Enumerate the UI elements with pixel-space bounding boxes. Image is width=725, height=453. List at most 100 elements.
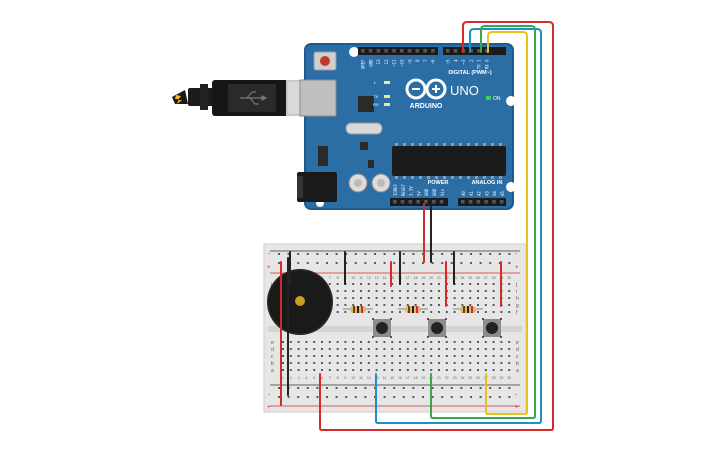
terminal-hole[interactable] [344,341,347,343]
terminal-hole[interactable] [508,355,511,357]
header-hole[interactable] [485,49,489,53]
terminal-hole[interactable] [430,355,433,357]
rail-hole[interactable] [278,253,280,255]
rail-hole[interactable] [335,387,338,389]
terminal-hole[interactable] [406,355,409,357]
terminal-hole[interactable] [282,355,284,357]
terminal-hole[interactable] [336,348,339,350]
rail-hole[interactable] [402,262,405,264]
rail-hole[interactable] [431,262,434,264]
terminal-hole[interactable] [344,348,347,350]
rail-hole[interactable] [278,262,280,264]
terminal-hole[interactable] [344,297,347,299]
terminal-hole[interactable] [367,362,370,364]
rail-hole[interactable] [383,253,386,255]
terminal-hole[interactable] [360,290,362,292]
terminal-hole[interactable] [383,283,386,285]
terminal-hole[interactable] [336,311,339,313]
rail-hole[interactable] [383,387,386,389]
terminal-hole[interactable] [508,348,511,350]
terminal-hole[interactable] [477,311,479,313]
terminal-hole[interactable] [391,297,394,299]
terminal-hole[interactable] [484,304,487,306]
terminal-hole[interactable] [469,290,472,292]
rail-hole[interactable] [508,262,511,264]
terminal-hole[interactable] [367,304,370,306]
terminal-hole[interactable] [422,341,425,343]
terminal-hole[interactable] [461,304,464,306]
terminal-hole[interactable] [313,369,316,371]
terminal-hole[interactable] [492,290,495,292]
rail-hole[interactable] [508,387,511,389]
terminal-hole[interactable] [360,297,362,299]
rail-hole[interactable] [354,253,357,255]
terminal-hole[interactable] [500,355,503,357]
terminal-hole[interactable] [399,341,401,343]
header-hole[interactable] [400,49,404,53]
rail-hole[interactable] [479,387,482,389]
terminal-hole[interactable] [383,290,386,292]
terminal-hole[interactable] [406,290,409,292]
rail-hole[interactable] [479,253,482,255]
header-hole[interactable] [400,200,405,204]
header-hole[interactable] [468,200,473,204]
terminal-hole[interactable] [430,297,433,299]
terminal-hole[interactable] [508,369,511,371]
rail-hole[interactable] [326,253,328,255]
terminal-hole[interactable] [399,311,401,313]
header-hole[interactable] [432,200,436,204]
terminal-hole[interactable] [313,348,316,350]
rail-hole[interactable] [498,387,501,389]
terminal-hole[interactable] [469,369,472,371]
terminal-hole[interactable] [477,355,479,357]
terminal-hole[interactable] [321,348,323,350]
terminal-hole[interactable] [399,355,401,357]
terminal-hole[interactable] [344,355,347,357]
terminal-hole[interactable] [508,304,511,306]
terminal-hole[interactable] [344,369,347,371]
terminal-hole[interactable] [492,362,495,364]
rail-hole[interactable] [393,387,396,389]
header-hole[interactable] [423,49,427,53]
terminal-hole[interactable] [430,348,433,350]
terminal-hole[interactable] [445,369,448,371]
terminal-hole[interactable] [391,290,394,292]
terminal-hole[interactable] [391,304,394,306]
terminal-hole[interactable] [328,348,331,350]
terminal-hole[interactable] [484,311,487,313]
rail-hole[interactable] [470,262,472,264]
terminal-hole[interactable] [484,283,487,285]
rail-hole[interactable] [297,253,300,255]
terminal-hole[interactable] [422,348,425,350]
terminal-hole[interactable] [406,304,409,306]
rail-hole[interactable] [287,253,290,255]
terminal-hole[interactable] [344,362,347,364]
terminal-hole[interactable] [414,341,417,343]
terminal-hole[interactable] [500,311,503,313]
rail-hole[interactable] [364,387,367,389]
terminal-hole[interactable] [414,348,417,350]
terminal-hole[interactable] [297,341,300,343]
header-hole[interactable] [392,49,396,53]
rail-hole[interactable] [441,262,444,264]
terminal-hole[interactable] [406,341,409,343]
rail-hole[interactable] [306,396,309,398]
terminal-hole[interactable] [438,341,440,343]
terminal-hole[interactable] [445,355,448,357]
rail-hole[interactable] [278,396,280,398]
terminal-hole[interactable] [492,341,495,343]
terminal-hole[interactable] [336,369,339,371]
rail-hole[interactable] [470,396,472,398]
terminal-hole[interactable] [305,355,308,357]
terminal-hole[interactable] [453,369,456,371]
rail-hole[interactable] [431,396,434,398]
terminal-hole[interactable] [352,362,355,364]
header-hole[interactable] [415,49,420,53]
terminal-hole[interactable] [305,341,308,343]
rail-hole[interactable] [412,387,415,389]
terminal-hole[interactable] [461,348,464,350]
rail-hole[interactable] [402,387,405,389]
rail-hole[interactable] [431,253,434,255]
terminal-hole[interactable] [328,283,331,285]
terminal-hole[interactable] [438,362,440,364]
